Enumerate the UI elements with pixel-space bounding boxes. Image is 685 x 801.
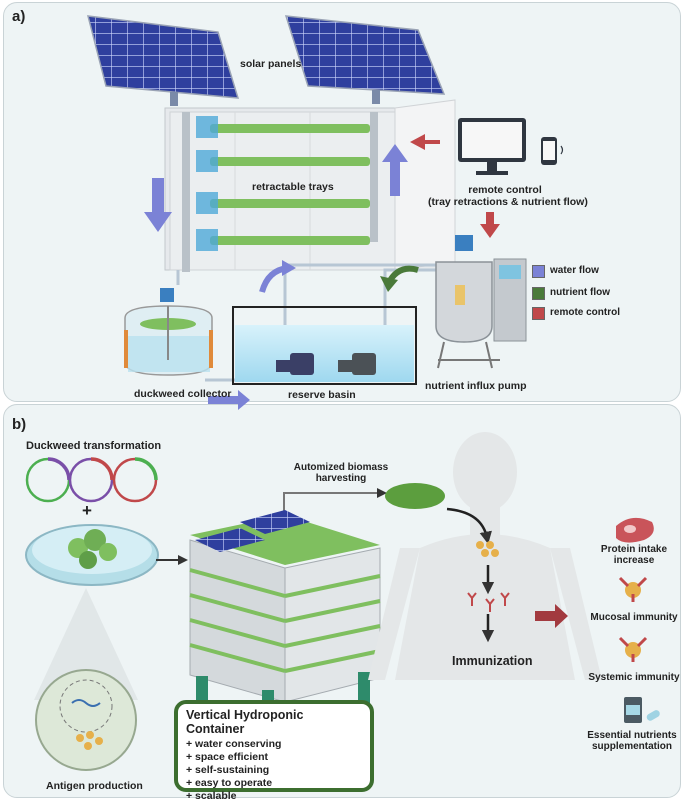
plasmid-green — [25, 457, 71, 503]
container-feature: + easy to operate — [186, 777, 273, 789]
harvesting-label: Automized biomass — [293, 462, 389, 473]
vertical-hydroponic-container — [189, 510, 381, 734]
phone-icon — [541, 137, 564, 165]
plant-cell — [35, 669, 137, 771]
reserve-basin-label: reserve basin — [288, 389, 356, 401]
trays — [196, 116, 370, 251]
container-title: Vertical Hydroponic Container — [186, 708, 304, 736]
mucosal-immunity-label: Mucosal immunity — [590, 612, 678, 623]
legend-swatch — [532, 287, 545, 300]
essential-nutrients-sublabel: supplementation — [591, 741, 672, 752]
remote-control-label: remote control — [468, 184, 542, 196]
retractable-trays-label: retractable trays — [252, 181, 334, 193]
human-silhouette — [368, 432, 602, 680]
container-feature: + self-sustaining — [186, 764, 270, 776]
pump-icon — [338, 353, 376, 375]
antibody-icon — [467, 592, 510, 612]
supplement-icon — [624, 697, 660, 723]
legend-swatch — [532, 265, 545, 278]
duckweed-collector-label: duckweed collector — [134, 388, 232, 400]
container-feature: + space efficient — [186, 751, 268, 763]
antigen-production-label: Antigen production — [46, 780, 143, 792]
container-feature: + water conserving — [186, 738, 282, 750]
monitor-icon — [458, 118, 526, 175]
protein-intake-sublabel: increase — [613, 555, 655, 566]
harvesting-sublabel: harvesting — [315, 473, 367, 484]
antigen-cluster — [476, 541, 499, 557]
panel-a-label: a) — [12, 8, 26, 25]
remote-arrow-left — [410, 134, 440, 150]
reserve-basin — [232, 306, 417, 385]
plasmid-purple — [68, 457, 114, 503]
biomass-pile — [385, 483, 445, 509]
solar-panel-right — [284, 15, 446, 104]
solar-panel-left — [86, 15, 240, 106]
water-flow-arrow-right — [208, 390, 250, 410]
panel-b-label: b) — [12, 416, 27, 433]
duckweed-collector — [124, 288, 213, 376]
antibody-gold-icon — [618, 636, 648, 662]
petri-dish — [25, 524, 159, 586]
zoom-cone — [34, 588, 138, 700]
protein-intake-label: Protein intake — [600, 544, 668, 555]
vertical-hydroponic-container-box: Vertical Hydroponic Container + water co… — [174, 700, 374, 801]
plus-sign: + — [82, 501, 92, 520]
remote-arrow-down — [480, 212, 500, 238]
immunization-label: Immunization — [452, 654, 533, 668]
antibody-gold-icon — [618, 576, 648, 602]
remote-control-sublabel: (tray retractions & nutrient flow) — [428, 196, 588, 208]
pump-icon — [276, 353, 314, 375]
nutrient-influx-pump — [435, 235, 527, 369]
plasmid-red — [112, 457, 158, 503]
container-feature: + scalable — [186, 790, 237, 801]
meat-icon — [616, 517, 654, 543]
nutrient-influx-pump-label: nutrient influx pump — [425, 380, 527, 392]
water-flow-arrow-down — [144, 178, 172, 232]
water-flow-arrow-up — [382, 144, 408, 196]
systemic-immunity-label: Systemic immunity — [588, 672, 680, 683]
solar-panels-label: solar panels — [240, 58, 302, 70]
essential-nutrients-label: Essential nutrients — [587, 730, 677, 741]
legend-swatch — [532, 307, 545, 320]
outcome-arrow — [535, 604, 568, 628]
duckweed-transformation-label: Duckweed transformation — [26, 440, 162, 452]
